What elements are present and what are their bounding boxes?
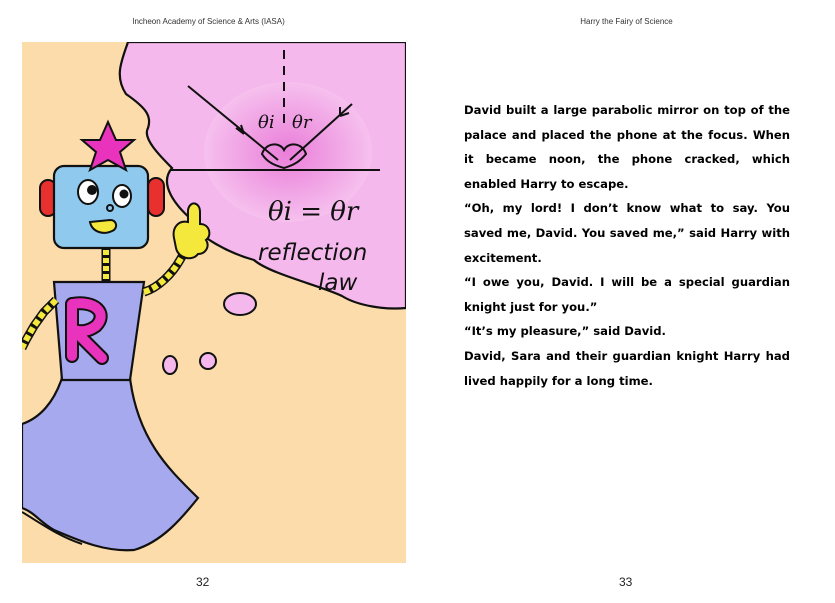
robot-right-ear [147, 177, 165, 217]
robot-letter-label: R [22, 42, 23, 43]
header-right-title: Harry the Fairy of Science [580, 17, 673, 26]
thought-dot-small [162, 355, 178, 375]
thumbs-up-hand [172, 202, 211, 260]
page-number-right: 33 [619, 575, 633, 589]
law-label-line1: reflection [258, 240, 367, 266]
page-number-left: 32 [196, 575, 210, 589]
angle-incident-label: θi [258, 112, 275, 133]
robot-head [52, 164, 150, 250]
equation-text: θi = θr [268, 197, 360, 227]
story-paragraph: David built a large parabolic mirror on … [464, 103, 790, 191]
story-paragraph: “It’s my pleasure,” said David. [464, 324, 666, 339]
robot-reflection-drawing: θi θr θi = θr reflection law R [22, 42, 406, 552]
story-paragraph: David, Sara and their guardian knight Ha… [464, 348, 790, 388]
star-hat [79, 119, 137, 173]
story-text: David built a large parabolic mirror on … [464, 98, 790, 393]
story-paragraph: “Oh, my lord! I don’t know what to say. … [464, 201, 790, 265]
law-label-line2: law [318, 270, 357, 296]
thought-dot-large [223, 292, 257, 316]
robot-ghost-tail [22, 376, 200, 552]
illustration-panel: θi θr θi = θr reflection law R [22, 42, 406, 563]
robot-mouth [88, 218, 118, 234]
thought-dot-medium [199, 352, 217, 370]
angle-reflected-label: θr [292, 112, 313, 133]
header-left-title: Incheon Academy of Science & Arts (IASA) [132, 17, 285, 26]
story-paragraph: “I owe you, David. I will be a special g… [464, 275, 790, 314]
